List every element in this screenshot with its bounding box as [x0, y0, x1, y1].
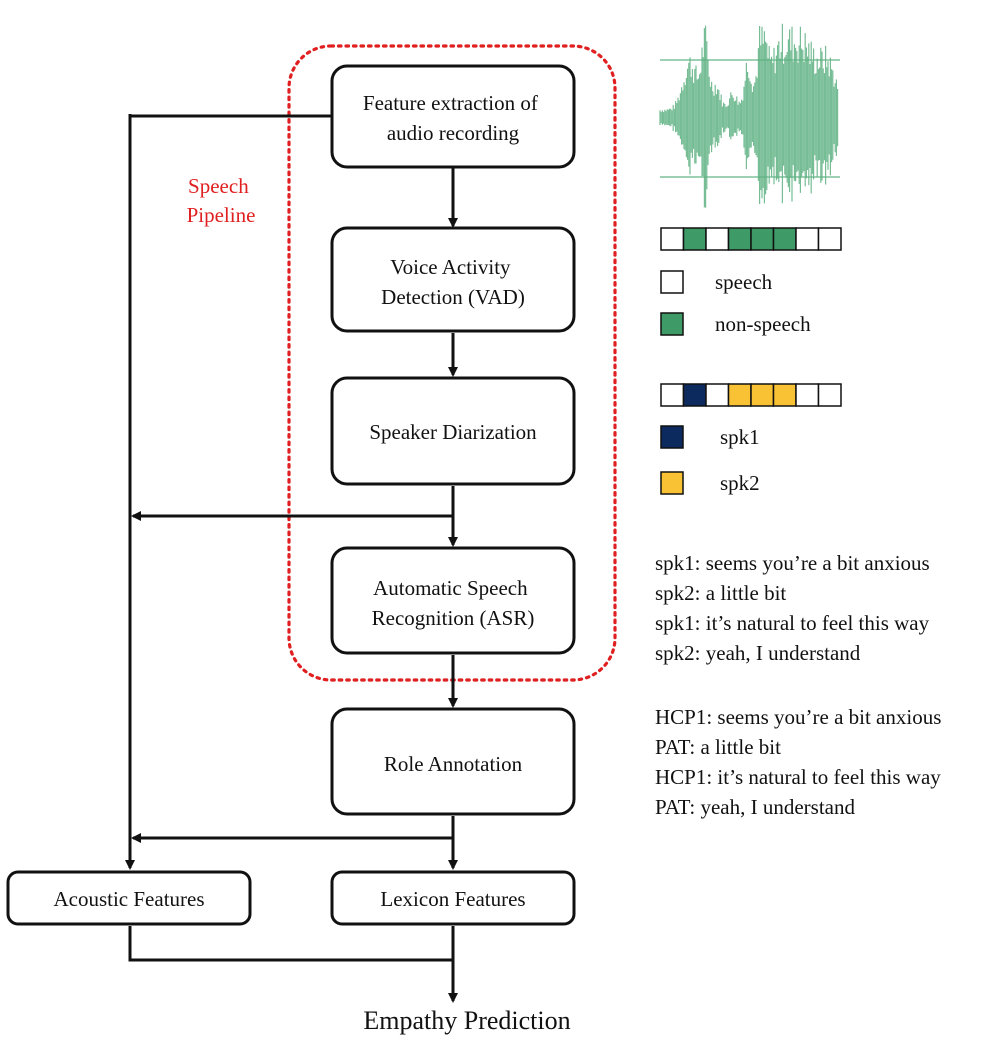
legend-swatch-speech [660, 270, 684, 294]
audio-waveform-icon [659, 23, 840, 208]
segment-cell [772, 227, 797, 251]
legend-label-non-speech: non-speech [715, 312, 811, 336]
speaker-transcript: spk1: seems you’re a bit anxious spk2: a… [655, 551, 930, 665]
segment-cell [795, 227, 820, 251]
lexicon-features-box: Lexicon Features [330, 870, 576, 926]
segment-cell [705, 383, 730, 407]
segment-cell [817, 227, 842, 251]
svg-text:Voice Activity Detection: Voice Activity Detection (VAD) [381, 255, 525, 309]
transcript-spk-line: spk1: seems you’re a bit anxious [655, 551, 930, 575]
transcript-role-line: PAT: yeah, I understand [655, 795, 855, 819]
legend-swatch-non-speech [660, 312, 684, 336]
legend-label-spk2: spk2 [720, 471, 760, 495]
feature-extraction-box: Feature extraction of audio recording [330, 64, 576, 169]
asr-line2: Recognition (ASR) [372, 606, 535, 630]
vad-box: Voice Activity Detection (VAD) [330, 226, 576, 333]
pipeline-label: Speech Pipeline [187, 174, 256, 227]
segment-cell [705, 227, 730, 251]
acoustic-features-box: Acoustic Features [6, 870, 252, 926]
feature-extraction-line2: audio recording [387, 121, 520, 145]
transcript-role-line: HCP1: it’s natural to feel this way [655, 765, 941, 789]
vad-line2: Detection (VAD) [381, 285, 525, 309]
transcript-spk-line: spk1: it’s natural to feel this way [655, 611, 930, 635]
lexicon-features-label: Lexicon Features [380, 887, 525, 911]
acoustic-to-merge-line [128, 926, 453, 962]
pipeline-label-line2: Pipeline [187, 203, 256, 227]
segment-cell [750, 383, 775, 407]
segment-cell [727, 227, 752, 251]
segment-cell [682, 383, 707, 407]
empathy-prediction-label: Empathy Prediction [363, 1006, 570, 1035]
asr-line1: Automatic Speech [373, 576, 528, 600]
segment-cell [682, 227, 707, 251]
segment-cell [817, 383, 842, 407]
acoustic-features-label: Acoustic Features [53, 887, 204, 911]
segment-cell [660, 383, 685, 407]
vad-legend: speech non-speech [660, 270, 811, 336]
legend-swatch-spk2 [660, 471, 684, 495]
transcript-spk-line: spk2: yeah, I understand [655, 641, 861, 665]
asr-box: Automatic Speech Recognition (ASR) [330, 546, 576, 655]
speaker-legend: spk1 spk2 [660, 425, 760, 495]
legend-label-spk1: spk1 [720, 425, 760, 449]
diarization-label: Speaker Diarization [369, 420, 537, 444]
legend-label-speech: speech [715, 270, 773, 294]
svg-text:Feature extraction of au: Feature extraction of audio recording [363, 91, 543, 145]
segment-cell [772, 383, 797, 407]
vad-segment-strip [660, 227, 842, 251]
speaker-segment-strip [660, 383, 842, 407]
svg-text:Automatic Speech Recogni: Automatic Speech Recognition (ASR) [372, 576, 535, 630]
role-transcript: HCP1: seems you’re a bit anxious PAT: a … [655, 705, 941, 819]
segment-cell [727, 383, 752, 407]
role-annotation-box: Role Annotation [330, 707, 576, 816]
feature-extraction-line1: Feature extraction of [363, 91, 538, 115]
transcript-role-line: PAT: a little bit [655, 735, 781, 759]
segment-cell [660, 227, 685, 251]
diarization-box: Speaker Diarization [330, 376, 576, 486]
pipeline-label-line1: Speech [188, 174, 249, 198]
legend-swatch-spk1 [660, 425, 684, 449]
segment-cell [750, 227, 775, 251]
vad-line1: Voice Activity [390, 255, 511, 279]
connectors [125, 114, 458, 1003]
role-annotation-label: Role Annotation [384, 752, 523, 776]
transcript-role-line: HCP1: seems you’re a bit anxious [655, 705, 941, 729]
transcript-spk-line: spk2: a little bit [655, 581, 786, 605]
segment-cell [795, 383, 820, 407]
